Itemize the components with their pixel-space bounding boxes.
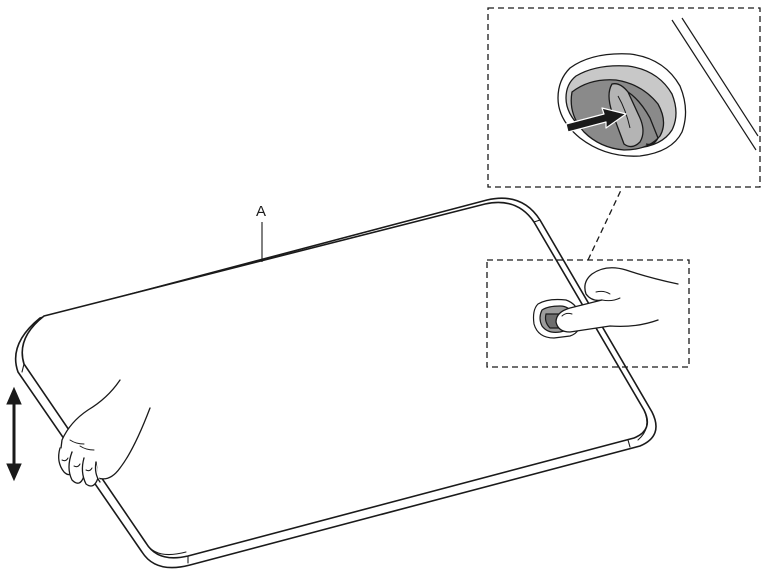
callout-connector — [587, 187, 623, 261]
label-a: A — [256, 203, 266, 262]
double-arrow-icon — [6, 386, 22, 482]
finger-press-icon — [555, 267, 679, 333]
latch-button-large — [557, 53, 687, 157]
hand-icon — [58, 379, 151, 487]
panel-bottom-edge — [145, 542, 187, 556]
zoom-panel-edge-2 — [681, 17, 759, 137]
detail-callout-small — [486, 259, 690, 368]
push-arrow-icon — [565, 107, 627, 133]
panel-edge-line-left — [21, 363, 25, 373]
label-a-text: A — [256, 203, 266, 220]
panel-edge-segment-right — [627, 439, 631, 448]
detail-callout-large-frame — [487, 7, 761, 188]
panel-a — [14, 197, 657, 569]
panel-edge-line-top-right — [533, 219, 541, 223]
detail-callout-large — [487, 7, 761, 188]
panel-top-face — [21, 201, 649, 559]
panel-edge-line-right — [637, 409, 648, 441]
zoom-panel-edge-1 — [671, 19, 757, 151]
